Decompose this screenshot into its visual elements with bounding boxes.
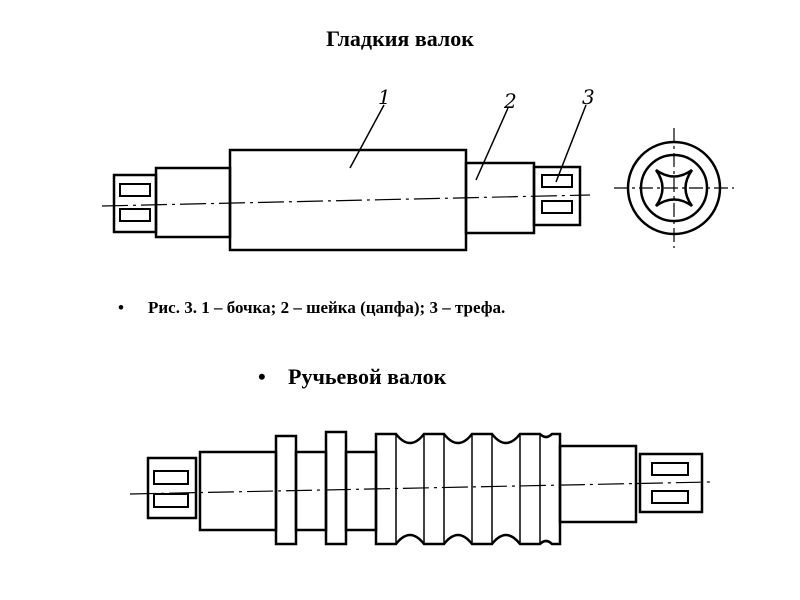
subtitle-bullet: • — [258, 364, 266, 389]
leader-line-3 — [555, 104, 587, 183]
subtitle-text: Ручьевой валок — [288, 364, 447, 389]
grooved-left-trefa — [146, 456, 198, 520]
smooth-roll-drawing — [101, 104, 591, 252]
left-neck — [154, 166, 232, 239]
leader-line-2 — [475, 107, 509, 181]
grooved-roll-drawing — [129, 430, 711, 546]
collar-2 — [324, 430, 348, 546]
grooved-axis-line — [129, 481, 711, 495]
collar-1 — [274, 434, 298, 546]
caption-text: Рис. 3. 1 – бочка; 2 – шейка (цапфа); 3 … — [148, 298, 506, 317]
grooved-right-neck — [558, 444, 638, 524]
grooved-roll-heading: • Ручьевой валок — [258, 364, 446, 390]
grooved-barrel — [374, 432, 562, 546]
end-view-drawing — [614, 128, 734, 248]
leader-line-1 — [349, 104, 385, 169]
slide-title: Гладкия валок — [326, 26, 474, 51]
label-3: 3 — [582, 85, 595, 109]
label-1: 1 — [378, 85, 391, 109]
axis-line — [101, 194, 591, 207]
trefa-cross-section — [654, 168, 694, 208]
label-2: 2 — [503, 89, 517, 113]
figure-caption: • Рис. 3. 1 – бочка; 2 – шейка (цапфа); 3… — [118, 298, 505, 318]
caption-bullet: • — [118, 298, 124, 317]
